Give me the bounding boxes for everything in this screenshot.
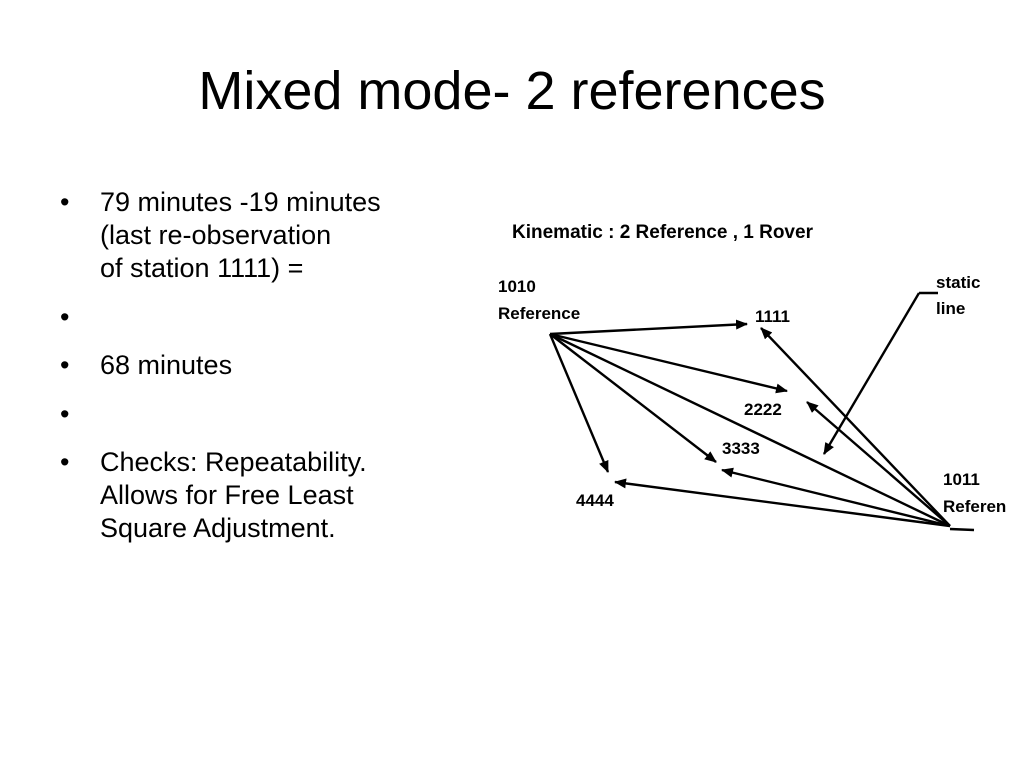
bullet-text-line: Square Adjustment. (100, 512, 336, 543)
bullet-item: • (60, 301, 480, 333)
diagram-title: Kinematic : 2 Reference , 1 Rover (512, 222, 814, 243)
bullet-text-line: Checks: Repeatability. (100, 446, 367, 477)
bullet-item: • (60, 398, 480, 430)
bullet-item: • 68 minutes (60, 349, 480, 382)
baseline-arrows-from-1011 (614, 327, 975, 532)
slide-title: Mixed mode- 2 references (198, 61, 826, 121)
bullet-item: • 79 minutes -19 minutes (last re-observ… (60, 186, 480, 285)
reference-1011-label: Referen (943, 497, 1006, 516)
static-line-arrow (822, 292, 921, 455)
bullet-item: • Checks: Repeatability. Allows for Free… (60, 446, 480, 545)
arrow-1010-to-1111 (549, 319, 748, 336)
baseline-arrows-from-1010 (548, 319, 951, 528)
arrow-1010-to-3333 (549, 333, 717, 463)
bullet-marker: • (60, 398, 70, 429)
bullet-text-line: (last re-observation (100, 219, 332, 250)
static-line-pointer (822, 291, 938, 455)
kinematic-diagram: Kinematic : 2 Reference , 1 Rover 1010 R… (498, 222, 1006, 532)
bullet-marker: • (60, 187, 70, 217)
bullet-text-line: 79 minutes -19 minutes (100, 187, 381, 217)
static-line-label-1: static (936, 273, 980, 292)
reference-1010-number: 1010 (498, 277, 536, 296)
line-1010-to-1011 (549, 332, 951, 528)
arrow-1011-to-3333 (721, 467, 951, 528)
static-line-label-2: line (936, 299, 965, 318)
reference-1011-tick (949, 527, 975, 532)
arrow-1011-to-2222 (806, 401, 951, 527)
bullet-list: • 79 minutes -19 minutes (last re-observ… (60, 186, 480, 561)
bullet-marker: • (60, 446, 70, 477)
station-3333-label: 3333 (722, 439, 760, 458)
station-4444-label: 4444 (576, 491, 614, 510)
reference-1010-label: Reference (498, 304, 580, 323)
station-2222-label: 2222 (744, 400, 782, 419)
station-1111-label: 1111 (755, 307, 790, 326)
arrow-1011-to-1111 (760, 327, 951, 527)
bullet-text-line: of station 1111) = (100, 252, 304, 283)
arrow-1010-to-4444 (548, 333, 610, 473)
bullet-marker: • (60, 349, 70, 380)
reference-1011-number: 1011 (943, 470, 980, 489)
arrow-1010-to-2222 (549, 332, 788, 394)
bullet-text-line: Allows for Free Least (100, 479, 354, 510)
arrow-1011-to-4444 (614, 478, 951, 528)
bullet-marker: • (60, 301, 70, 332)
bullet-text-line: 68 minutes (100, 349, 233, 380)
